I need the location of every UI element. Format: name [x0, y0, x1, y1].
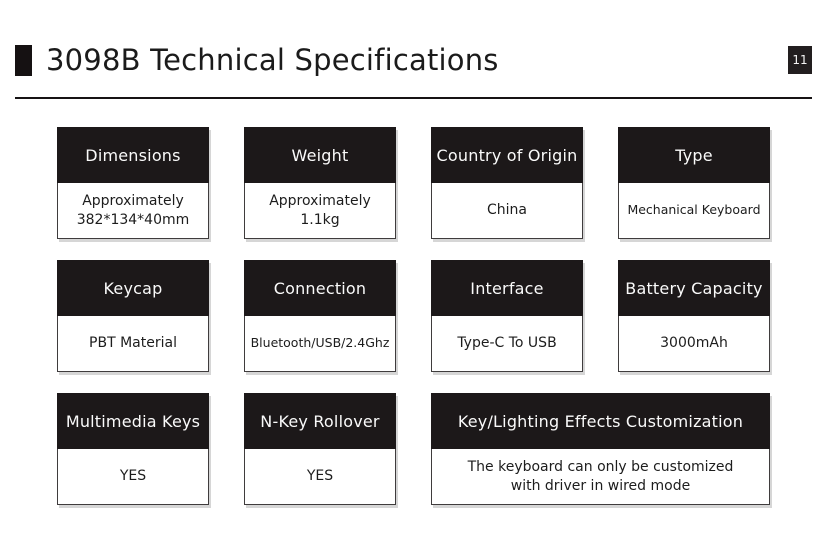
spec-label: Country of Origin [431, 127, 583, 183]
spec-value: PBT Material [57, 316, 209, 372]
spec-value: YES [57, 449, 209, 505]
spec-label: Multimedia Keys [57, 393, 209, 449]
page-title: 3098B Technical Specifications [46, 43, 499, 77]
spec-label: Connection [244, 260, 396, 316]
spec-grid: Dimensions Approximately 382*134*40mm We… [57, 127, 770, 505]
spec-value: Approximately 1.1kg [244, 183, 396, 239]
spec-label: Battery Capacity [618, 260, 770, 316]
spec-card-type: Type Mechanical Keyboard [618, 127, 770, 239]
spec-value: 3000mAh [618, 316, 770, 372]
spec-card-key-lighting-customization: Key/Lighting Effects Customization The k… [431, 393, 770, 505]
spec-label: Type [618, 127, 770, 183]
page-number-badge: 11 [788, 46, 812, 74]
spec-card-keycap: Keycap PBT Material [57, 260, 209, 372]
title-marker-bar [15, 44, 32, 76]
spec-card-weight: Weight Approximately 1.1kg [244, 127, 396, 239]
spec-card-dimensions: Dimensions Approximately 382*134*40mm [57, 127, 209, 239]
page-header: 3098B Technical Specifications 11 [15, 43, 812, 77]
spec-label: Dimensions [57, 127, 209, 183]
spec-value: Approximately 382*134*40mm [57, 183, 209, 239]
spec-value: Mechanical Keyboard [618, 183, 770, 239]
spec-card-battery-capacity: Battery Capacity 3000mAh [618, 260, 770, 372]
title-divider [15, 97, 812, 99]
spec-value: Bluetooth/USB/2.4Ghz [244, 316, 396, 372]
spec-label: Interface [431, 260, 583, 316]
spec-label: Weight [244, 127, 396, 183]
spec-card-interface: Interface Type-C To USB [431, 260, 583, 372]
spec-value: Type-C To USB [431, 316, 583, 372]
spec-value: The keyboard can only be customized with… [431, 449, 770, 505]
spec-value: China [431, 183, 583, 239]
spec-card-nkey-rollover: N-Key Rollover YES [244, 393, 396, 505]
spec-label: N-Key Rollover [244, 393, 396, 449]
spec-card-multimedia-keys: Multimedia Keys YES [57, 393, 209, 505]
spec-card-connection: Connection Bluetooth/USB/2.4Ghz [244, 260, 396, 372]
spec-card-country-of-origin: Country of Origin China [431, 127, 583, 239]
spec-value: YES [244, 449, 396, 505]
spec-label: Keycap [57, 260, 209, 316]
spec-label: Key/Lighting Effects Customization [431, 393, 770, 449]
